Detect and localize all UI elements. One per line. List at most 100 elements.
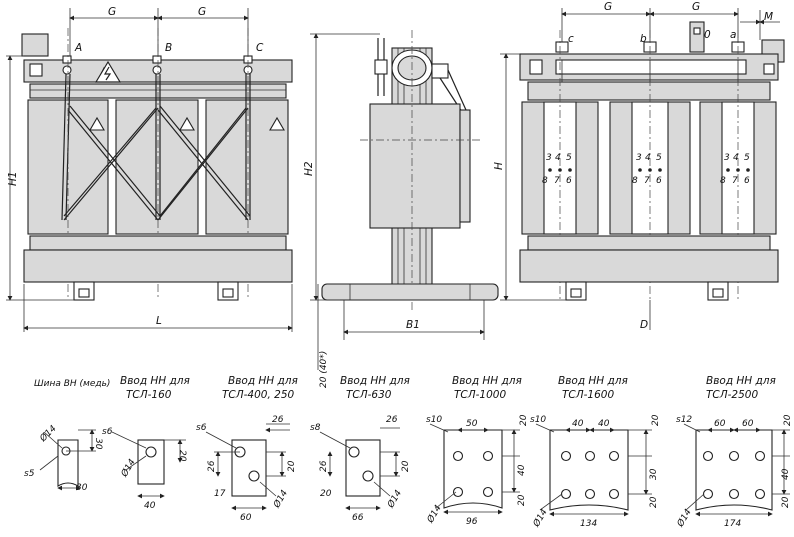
rear-dim-m: M: [764, 11, 773, 23]
detail-160-title1: Ввод НН для: [120, 375, 190, 387]
front-dim-l: L: [156, 315, 162, 327]
rear-wheel-right: [707, 281, 729, 301]
svg-text:40: 40: [572, 419, 584, 429]
rear-dim-h: H: [493, 162, 505, 170]
rear-base: [519, 249, 779, 283]
side-dim-b1: B1: [406, 319, 420, 331]
rear-terminal-a-label: a: [730, 29, 736, 41]
front-wheel-left: [73, 281, 95, 301]
svg-text:5: 5: [744, 153, 750, 163]
detail-1600-title2: ТСЛ-1600: [562, 389, 614, 401]
svg-text:20: 20: [649, 496, 659, 508]
svg-text:20: 20: [287, 460, 297, 472]
svg-text:s6: s6: [102, 427, 113, 437]
detail-hv-thickness: s5: [24, 469, 35, 479]
front-terminal-b-label: B: [165, 42, 172, 54]
rear-taps-1: 3 4 5 8 7 6: [542, 153, 572, 186]
front-terminal-box: [21, 33, 49, 57]
detail-lv-1600: Ввод НН для ТСЛ-1600 s10 40 40 20 30 20 …: [530, 375, 661, 530]
svg-text:20: 20: [401, 460, 411, 472]
svg-text:5: 5: [566, 153, 572, 163]
svg-text:6: 6: [566, 176, 572, 186]
svg-text:s6: s6: [196, 423, 207, 433]
svg-text:8: 8: [720, 176, 726, 186]
detail-hv-hole: Ø14: [37, 423, 59, 445]
rear-terminal-c-label: c: [568, 33, 574, 45]
detail-630-title1: Ввод НН для: [340, 375, 410, 387]
detail-1000-title2: ТСЛ-1000: [454, 389, 506, 401]
svg-text:4: 4: [555, 153, 561, 163]
svg-text:60: 60: [714, 419, 726, 429]
svg-text:20: 20: [517, 494, 527, 506]
rear-dim-g-left: G: [604, 1, 612, 13]
side-dim-h2: H2: [303, 161, 315, 176]
svg-text:26: 26: [386, 415, 398, 425]
svg-text:26: 26: [207, 460, 217, 472]
rear-view: G G M c b 0 a: [493, 1, 785, 331]
svg-text:174: 174: [724, 519, 741, 529]
detail-630-title2: ТСЛ-630: [346, 389, 392, 401]
svg-text:30: 30: [649, 468, 659, 480]
svg-text:s10: s10: [426, 415, 442, 425]
svg-text:Ø14: Ø14: [271, 488, 290, 511]
side-coil: [369, 103, 461, 229]
svg-text:30: 30: [76, 483, 88, 493]
svg-text:17: 17: [214, 489, 226, 499]
detail-400-title2: ТСЛ-400, 250: [222, 389, 295, 401]
svg-text:20: 20: [781, 496, 791, 508]
svg-text:26: 26: [319, 460, 329, 472]
front-warning-icon: [94, 60, 122, 83]
front-dim-h1: H1: [7, 171, 19, 186]
svg-text:s8: s8: [310, 423, 321, 433]
svg-text:20: 20: [320, 489, 332, 499]
front-terminal-a-label: A: [74, 42, 82, 54]
svg-text:3: 3: [724, 153, 730, 163]
svg-text:96: 96: [466, 517, 478, 527]
svg-text:s10: s10: [530, 415, 546, 425]
detail-1600-title1: Ввод НН для: [558, 375, 628, 387]
svg-text:60: 60: [240, 513, 252, 523]
rear-taps-2: 3 4 5 8 7 6: [632, 153, 662, 186]
svg-text:Ø14: Ø14: [531, 507, 550, 530]
front-terminal-b: [152, 55, 162, 75]
svg-text:6: 6: [744, 176, 750, 186]
svg-text:60: 60: [742, 419, 754, 429]
detail-400-title1: Ввод НН для: [228, 375, 298, 387]
detail-lv-2500: Ввод НН для ТСЛ-2500 s12 60 60 20 40 20 …: [675, 375, 794, 530]
svg-text:20: 20: [651, 414, 661, 426]
rear-dim-g-right: G: [692, 1, 700, 13]
svg-text:50: 50: [466, 419, 478, 429]
detail-lv-630: Ввод НН для ТСЛ-630 s8 26 26 20 20 Ø14 6…: [310, 375, 411, 523]
svg-text:26: 26: [272, 415, 284, 425]
svg-text:5: 5: [656, 153, 662, 163]
detail-1000-title1: Ввод НН для: [452, 375, 522, 387]
front-terminal-c-label: C: [256, 42, 264, 54]
detail-lv-400: Ввод НН для ТСЛ-400, 250 s6 26 26 20 17 …: [196, 375, 298, 523]
svg-text:8: 8: [632, 176, 638, 186]
rear-dim-d: D: [640, 319, 648, 331]
svg-text:134: 134: [580, 519, 597, 529]
front-dim-g-left: G: [108, 6, 116, 18]
rear-taps-3: 3 4 5 8 7 6: [720, 153, 750, 186]
rear-terminal-b-label: b: [640, 33, 647, 45]
svg-text:20: 20: [177, 450, 187, 462]
svg-text:7: 7: [644, 176, 650, 186]
front-wheel-right: [217, 281, 239, 301]
svg-text:3: 3: [546, 153, 552, 163]
front-view: G G A B C: [6, 6, 293, 332]
side-base: [321, 283, 499, 301]
svg-text:40: 40: [598, 419, 610, 429]
svg-text:Ø14: Ø14: [675, 507, 694, 530]
svg-text:7: 7: [554, 176, 560, 186]
svg-text:s12: s12: [676, 415, 692, 425]
detail-2500-title1: Ввод НН для: [706, 375, 776, 387]
detail-lv-1000: Ввод НН для ТСЛ-1000 s10 50 20 40 20 Ø14…: [425, 375, 530, 527]
svg-text:4: 4: [645, 153, 651, 163]
rear-neutral-terminal: [689, 21, 705, 53]
side-view: H2 B1 20 (40*): [303, 30, 499, 388]
svg-text:40: 40: [144, 501, 156, 511]
svg-text:8: 8: [542, 176, 548, 186]
detail-lv-160: Ввод НН для ТСЛ-160 s6 Ø14 20 40: [102, 375, 190, 511]
svg-text:Ø14: Ø14: [119, 457, 138, 480]
front-terminal-a: [62, 55, 72, 75]
